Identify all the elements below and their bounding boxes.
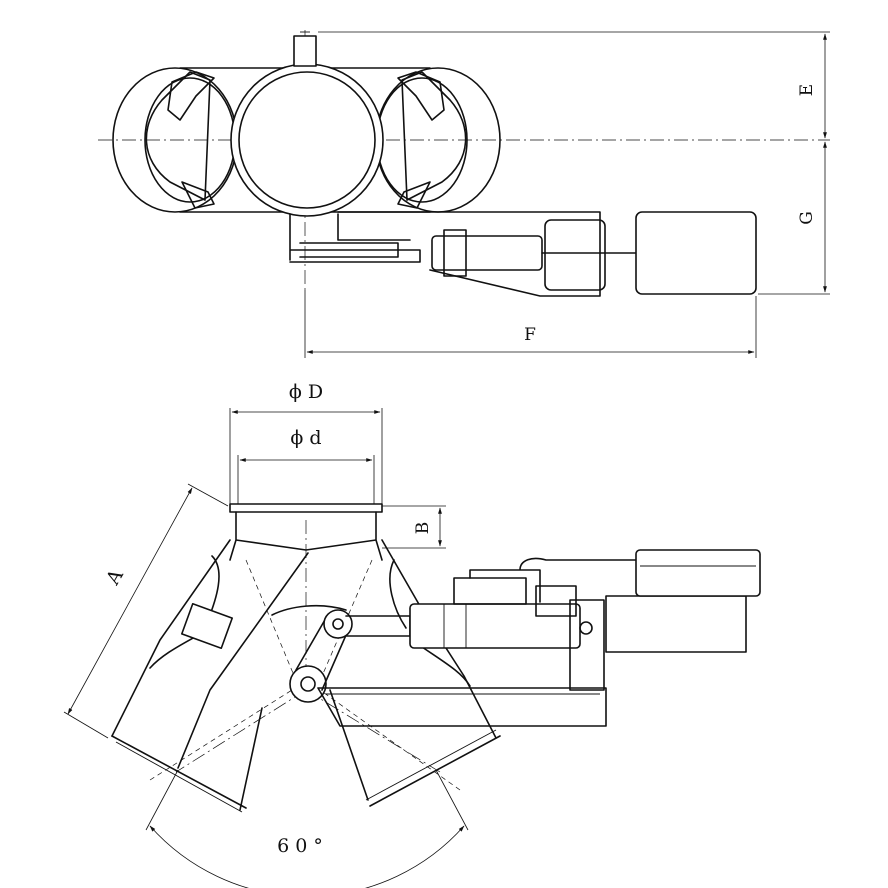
right-clamp-loop (401, 71, 467, 201)
pivot-hub-inner (300, 676, 316, 692)
mounting-plate (317, 687, 607, 727)
angle-leg-right (435, 769, 469, 831)
motor-box (635, 211, 757, 295)
left-clamp-latch (167, 71, 215, 121)
crank-pin-outer (323, 609, 353, 639)
front-actuator-bracket-hole (579, 621, 593, 635)
crank-pin-inner (332, 618, 344, 630)
left-clamp-bottom (181, 181, 215, 209)
actuator-bracket (289, 213, 421, 263)
top-view: E G F (98, 30, 830, 358)
inlet-inner-circle (238, 71, 376, 209)
actuator-cylinder (431, 235, 543, 271)
dim-A-line (67, 487, 193, 715)
right-clamp-latch (397, 71, 445, 121)
dim-D-label: ϕ D (289, 381, 323, 403)
angle-leg-left (145, 769, 179, 831)
actuator-arm (337, 211, 601, 297)
left-leg-flange-inner (115, 741, 243, 813)
front-view: ϕ D ϕ d B (63, 381, 761, 888)
front-actuator-bracket (569, 599, 605, 691)
right-leg-flange (369, 735, 501, 807)
top-shaft (293, 35, 317, 67)
front-actuator-valve (535, 585, 577, 617)
inlet-flange (229, 503, 383, 513)
right-leg (329, 539, 497, 801)
dim-A-extension-top (187, 483, 229, 507)
front-motor-body (605, 595, 747, 653)
angle-arc (149, 825, 465, 888)
front-actuator-fitting (453, 577, 527, 605)
actuator-rod-end (299, 242, 399, 258)
dim-A-label: A (101, 565, 128, 589)
front-motor-head (635, 549, 761, 597)
dim-E-label: E (797, 84, 817, 96)
dim-F-label: F (524, 325, 536, 345)
pivot-hub-outer (289, 665, 327, 703)
inlet-outer-circle (230, 63, 384, 217)
angle-label: 6 0 ° (277, 835, 323, 857)
left-leg (111, 539, 309, 769)
front-left-clamp-latch (180, 602, 234, 650)
right-leg-flange-inner (365, 729, 497, 801)
left-leg-inner (239, 707, 263, 811)
dim-B-label: B (413, 522, 433, 535)
dim-A-extension-bottom (63, 711, 109, 739)
left-leg-flange (111, 735, 247, 809)
dim-G-label: G (797, 211, 817, 225)
left-clamp-loop (145, 71, 211, 201)
right-clamp-bottom (397, 181, 431, 209)
front-actuator-cylinder (409, 603, 581, 649)
valve-sector-arc (271, 604, 347, 616)
dim-d-label: ϕ d (290, 427, 321, 449)
actuator-clevis (544, 219, 606, 291)
